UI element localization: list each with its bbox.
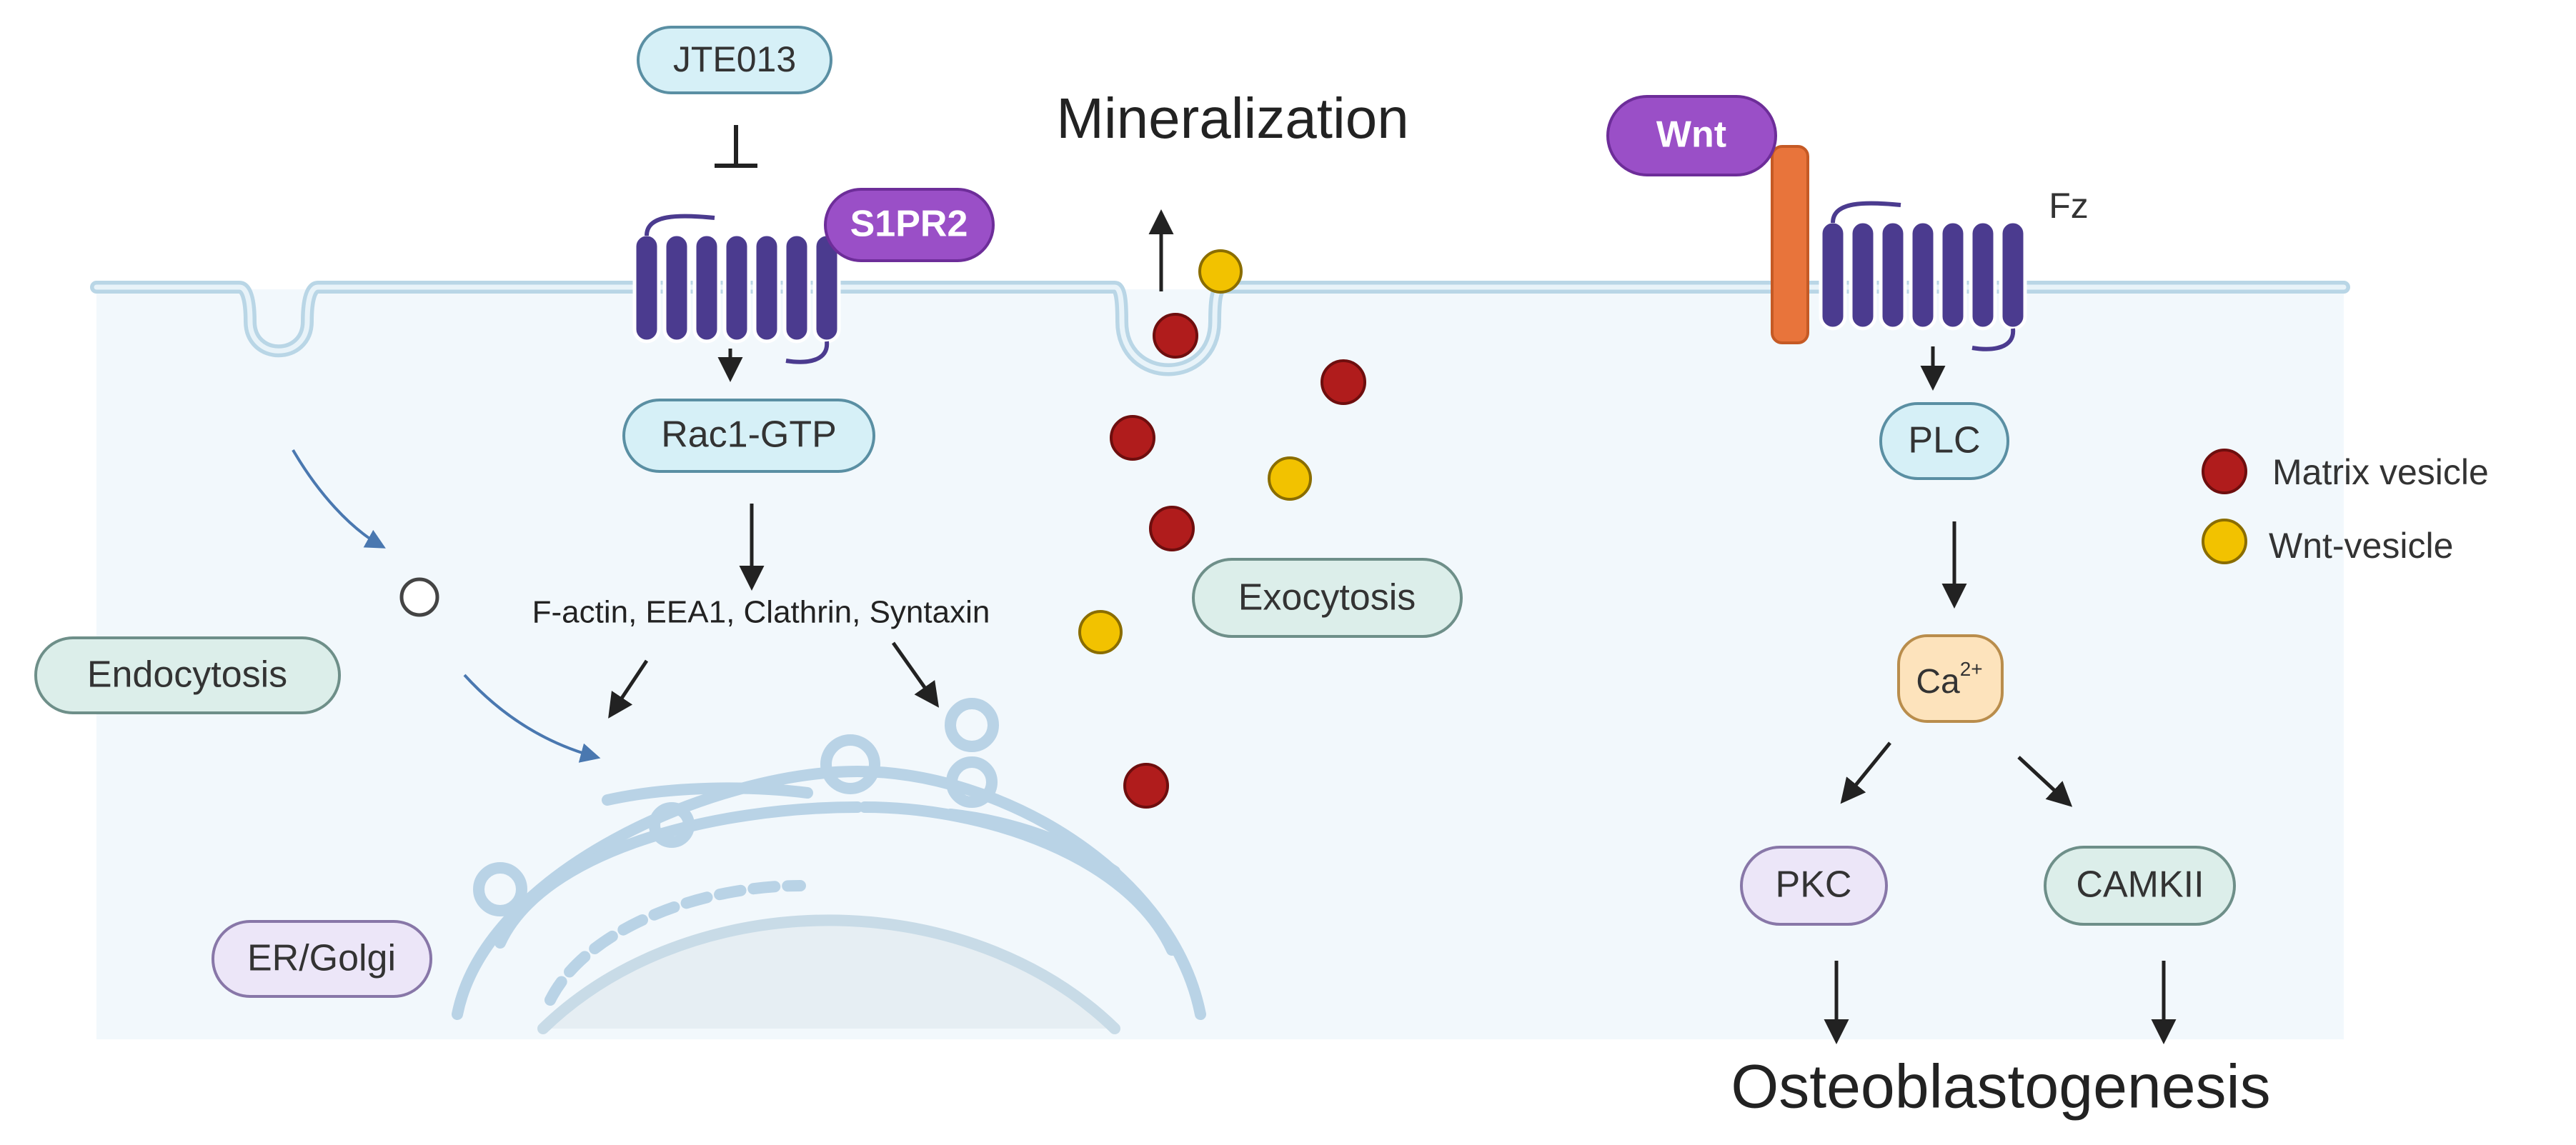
arrow-proteins-to-golgi-left: [608, 659, 649, 719]
camkii-label: CAMKII: [2076, 864, 2204, 906]
er-golgi-label: ER/Golgi: [247, 938, 396, 979]
legend-wnt-vesicle-label: Wnt-vesicle: [2269, 526, 2453, 566]
protein-list-label: F-actin, EEA1, Clathrin, Syntaxin: [532, 595, 990, 630]
wnt-label: Wnt: [1656, 114, 1726, 156]
pkc-pill: [1740, 846, 1888, 926]
legend-wnt-vesicle-swatch: [2202, 519, 2247, 564]
endocytic-vesicle: [399, 577, 439, 617]
matrix-vesicle: [1321, 359, 1366, 405]
matrix-vesicle: [1149, 506, 1195, 551]
exocytosis-pill: [1192, 558, 1463, 638]
camkii-pill: [2044, 846, 2236, 926]
s1pr2-label: S1PR2: [850, 204, 968, 245]
ca-superscript: 2+: [1960, 658, 1983, 680]
matrix-vesicle: [1110, 415, 1155, 461]
ca-text: Ca: [1916, 663, 1960, 701]
wnt-vesicle: [1268, 456, 1312, 501]
wnt-pill: [1606, 95, 1777, 176]
matrix-vesicles: [1110, 313, 1366, 809]
wnt-vesicle: [1198, 249, 1243, 294]
fz-label: Fz: [2049, 186, 2089, 226]
endocytosis-label: Endocytosis: [87, 654, 287, 696]
fz-receptor: [1819, 219, 2027, 331]
cell-membrane-inner: [94, 284, 2347, 372]
endocytosis-arrow-upper: [292, 449, 386, 549]
arrow-ca-to-camkii: [2017, 756, 2073, 807]
inhibition-symbol: [715, 125, 757, 168]
er-golgi-pill: [212, 920, 432, 998]
s1pr2-pill: [824, 188, 995, 262]
arrow-ca-to-pkc: [1840, 741, 1891, 804]
matrix-vesicle: [1123, 763, 1169, 809]
rac1-gtp-pill: [622, 399, 875, 473]
mineralization-label: Mineralization: [1056, 86, 1409, 150]
ca-pill: [1897, 634, 2004, 723]
jte013-pill: [637, 26, 832, 94]
plc-pill: [1879, 402, 2009, 480]
wnt-vesicles: [1078, 249, 1312, 654]
ca-label: Ca2+: [1916, 658, 1982, 700]
er-golgi-organelle: [452, 698, 1206, 1034]
pkc-label: PKC: [1776, 864, 1852, 906]
osteoblastogenesis-label: Osteoblastogenesis: [1731, 1053, 2270, 1121]
exocytosis-label: Exocytosis: [1238, 577, 1416, 619]
s1pr2-receptor: [632, 232, 841, 344]
endocytosis-arrow-lower: [463, 674, 601, 763]
endocytosis-pill: [34, 636, 341, 714]
legend: Matrix vesicle Wnt-vesicle: [2202, 449, 2489, 566]
matrix-vesicle: [1153, 313, 1198, 359]
cytoplasm: [96, 289, 2344, 1039]
jte013-label: JTE013: [673, 39, 796, 79]
rac1-gtp-label: Rac1-GTP: [661, 414, 837, 456]
legend-matrix-vesicle-label: Matrix vesicle: [2272, 452, 2489, 492]
wnt-coreceptor-rod: [1771, 145, 1809, 344]
legend-matrix-vesicle-swatch: [2202, 449, 2247, 494]
arrow-proteins-to-golgi-right: [891, 641, 940, 708]
wnt-vesicle: [1078, 610, 1123, 654]
plc-label: PLC: [1908, 420, 1980, 461]
